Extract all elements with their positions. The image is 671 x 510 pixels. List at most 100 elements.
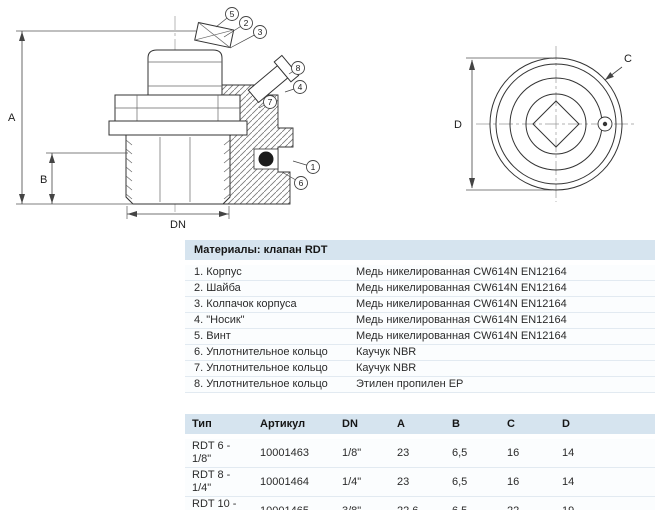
dim-d: D <box>454 57 552 191</box>
material-value-cell: Медь никелированная CW614N EN12164 <box>347 280 655 297</box>
specs-cell: RDT 10 - 3/8" <box>185 496 253 510</box>
callout-number: 5 <box>230 9 235 19</box>
circle <box>525 93 587 155</box>
material-item-cell: 1. Корпус <box>185 262 347 281</box>
specs-header-cell: A <box>390 414 445 439</box>
o-ring <box>258 151 274 167</box>
technical-drawing: A B DN <box>0 0 671 243</box>
dim-b: B <box>40 152 128 204</box>
section-view: A B DN <box>8 7 320 231</box>
outer-circle <box>489 57 623 191</box>
specs-cell: 10001465 <box>253 496 335 510</box>
specs-cell: 1/4" <box>335 467 390 497</box>
specs-cell: 14 <box>555 467 655 497</box>
specs-cell: 16 <box>500 467 555 497</box>
specs-cell: 14 <box>555 436 655 468</box>
material-value-cell: Каучук NBR <box>347 344 655 361</box>
callout: 3 <box>229 25 267 49</box>
specs-cell: 22,6 <box>390 496 445 510</box>
specs-cell: 1/8" <box>335 436 390 468</box>
specs-header-cell: Тип <box>185 414 253 439</box>
circle <box>495 63 617 185</box>
callout: 2 <box>223 16 253 38</box>
cap <box>147 49 223 96</box>
top-view: D C <box>454 46 636 202</box>
material-value-cell: Этилен пропилен EP <box>347 376 655 393</box>
specs-cell: RDT 8 - 1/4" <box>185 467 253 497</box>
specs-cell: 10001464 <box>253 467 335 497</box>
material-value-cell: Медь никелированная CW614N EN12164 <box>347 328 655 345</box>
dim-a-label: A <box>8 112 16 124</box>
specs-header-cell: DN <box>335 414 390 439</box>
threaded-end <box>125 134 231 205</box>
specs-cell: 10001463 <box>253 436 335 468</box>
specs-row: RDT 10 - 3/8"100014653/8"22,66,52219 <box>185 496 655 510</box>
callout-number: 1 <box>311 162 316 172</box>
callout-number: 6 <box>299 178 304 188</box>
material-item-cell: 3. Колпачок корпуса <box>185 296 347 313</box>
specs-header-cell: C <box>500 414 555 439</box>
material-value-cell: Медь никелированная CW614N EN12164 <box>347 312 655 329</box>
material-item-cell: 4. "Носик" <box>185 312 347 329</box>
material-item-cell: 2. Шайба <box>185 280 347 297</box>
material-item-cell: 7. Уплотнительное кольцо <box>185 360 347 377</box>
nose-spout <box>247 54 300 104</box>
callout: 1 <box>292 160 320 174</box>
material-value-cell: Каучук NBR <box>347 360 655 377</box>
dim-dn: DN <box>126 206 230 231</box>
specs-cell: 23 <box>390 467 445 497</box>
specs-cell: 3/8" <box>335 496 390 510</box>
material-value-cell: Медь никелированная CW614N EN12164 <box>347 296 655 313</box>
callout-number: 8 <box>296 63 301 73</box>
callout-number: 3 <box>258 27 263 37</box>
specs-header-cell: B <box>445 414 500 439</box>
specs-cell: 6,5 <box>445 436 500 468</box>
callout-number: 4 <box>298 82 303 92</box>
flange <box>108 120 248 136</box>
specs-cell: 22 <box>500 496 555 510</box>
specs-header-cell: Артикул <box>253 414 335 439</box>
materials-row: 4. "Носик"Медь никелированная CW614N EN1… <box>185 312 655 329</box>
callout: 7 <box>258 95 277 109</box>
specs-cell: 6,5 <box>445 467 500 497</box>
dim-c-label: C <box>624 53 632 65</box>
dim-c-leader: C <box>604 53 632 81</box>
specs-cell: 23 <box>390 436 445 468</box>
side-port-center <box>602 121 608 127</box>
specs-cell: 16 <box>500 436 555 468</box>
materials-title-row: Материалы: клапан RDT <box>185 240 655 265</box>
specs-cell: 6,5 <box>445 496 500 510</box>
specs-cell: RDT 6 - 1/8" <box>185 436 253 468</box>
callout: 8 <box>288 61 305 75</box>
specs-cell: 19 <box>555 496 655 510</box>
callout-number: 7 <box>268 97 273 107</box>
callout: 6 <box>281 171 308 190</box>
callout: 4 <box>284 80 307 94</box>
screw <box>194 21 235 49</box>
material-item-cell: 6. Уплотнительное кольцо <box>185 344 347 361</box>
callout: 5 <box>215 7 239 28</box>
square-drive <box>532 100 580 148</box>
material-item-cell: 8. Уплотнительное кольцо <box>185 376 347 393</box>
material-value-cell: Медь никелированная CW614N EN12164 <box>347 262 655 281</box>
dim-dn-label: DN <box>170 219 186 231</box>
valve-drawing-svg: A B DN <box>8 7 636 231</box>
callout-number: 2 <box>244 18 249 28</box>
dim-a: A <box>8 30 196 205</box>
material-item-cell: 5. Винт <box>185 328 347 345</box>
dim-b-label: B <box>40 174 47 186</box>
